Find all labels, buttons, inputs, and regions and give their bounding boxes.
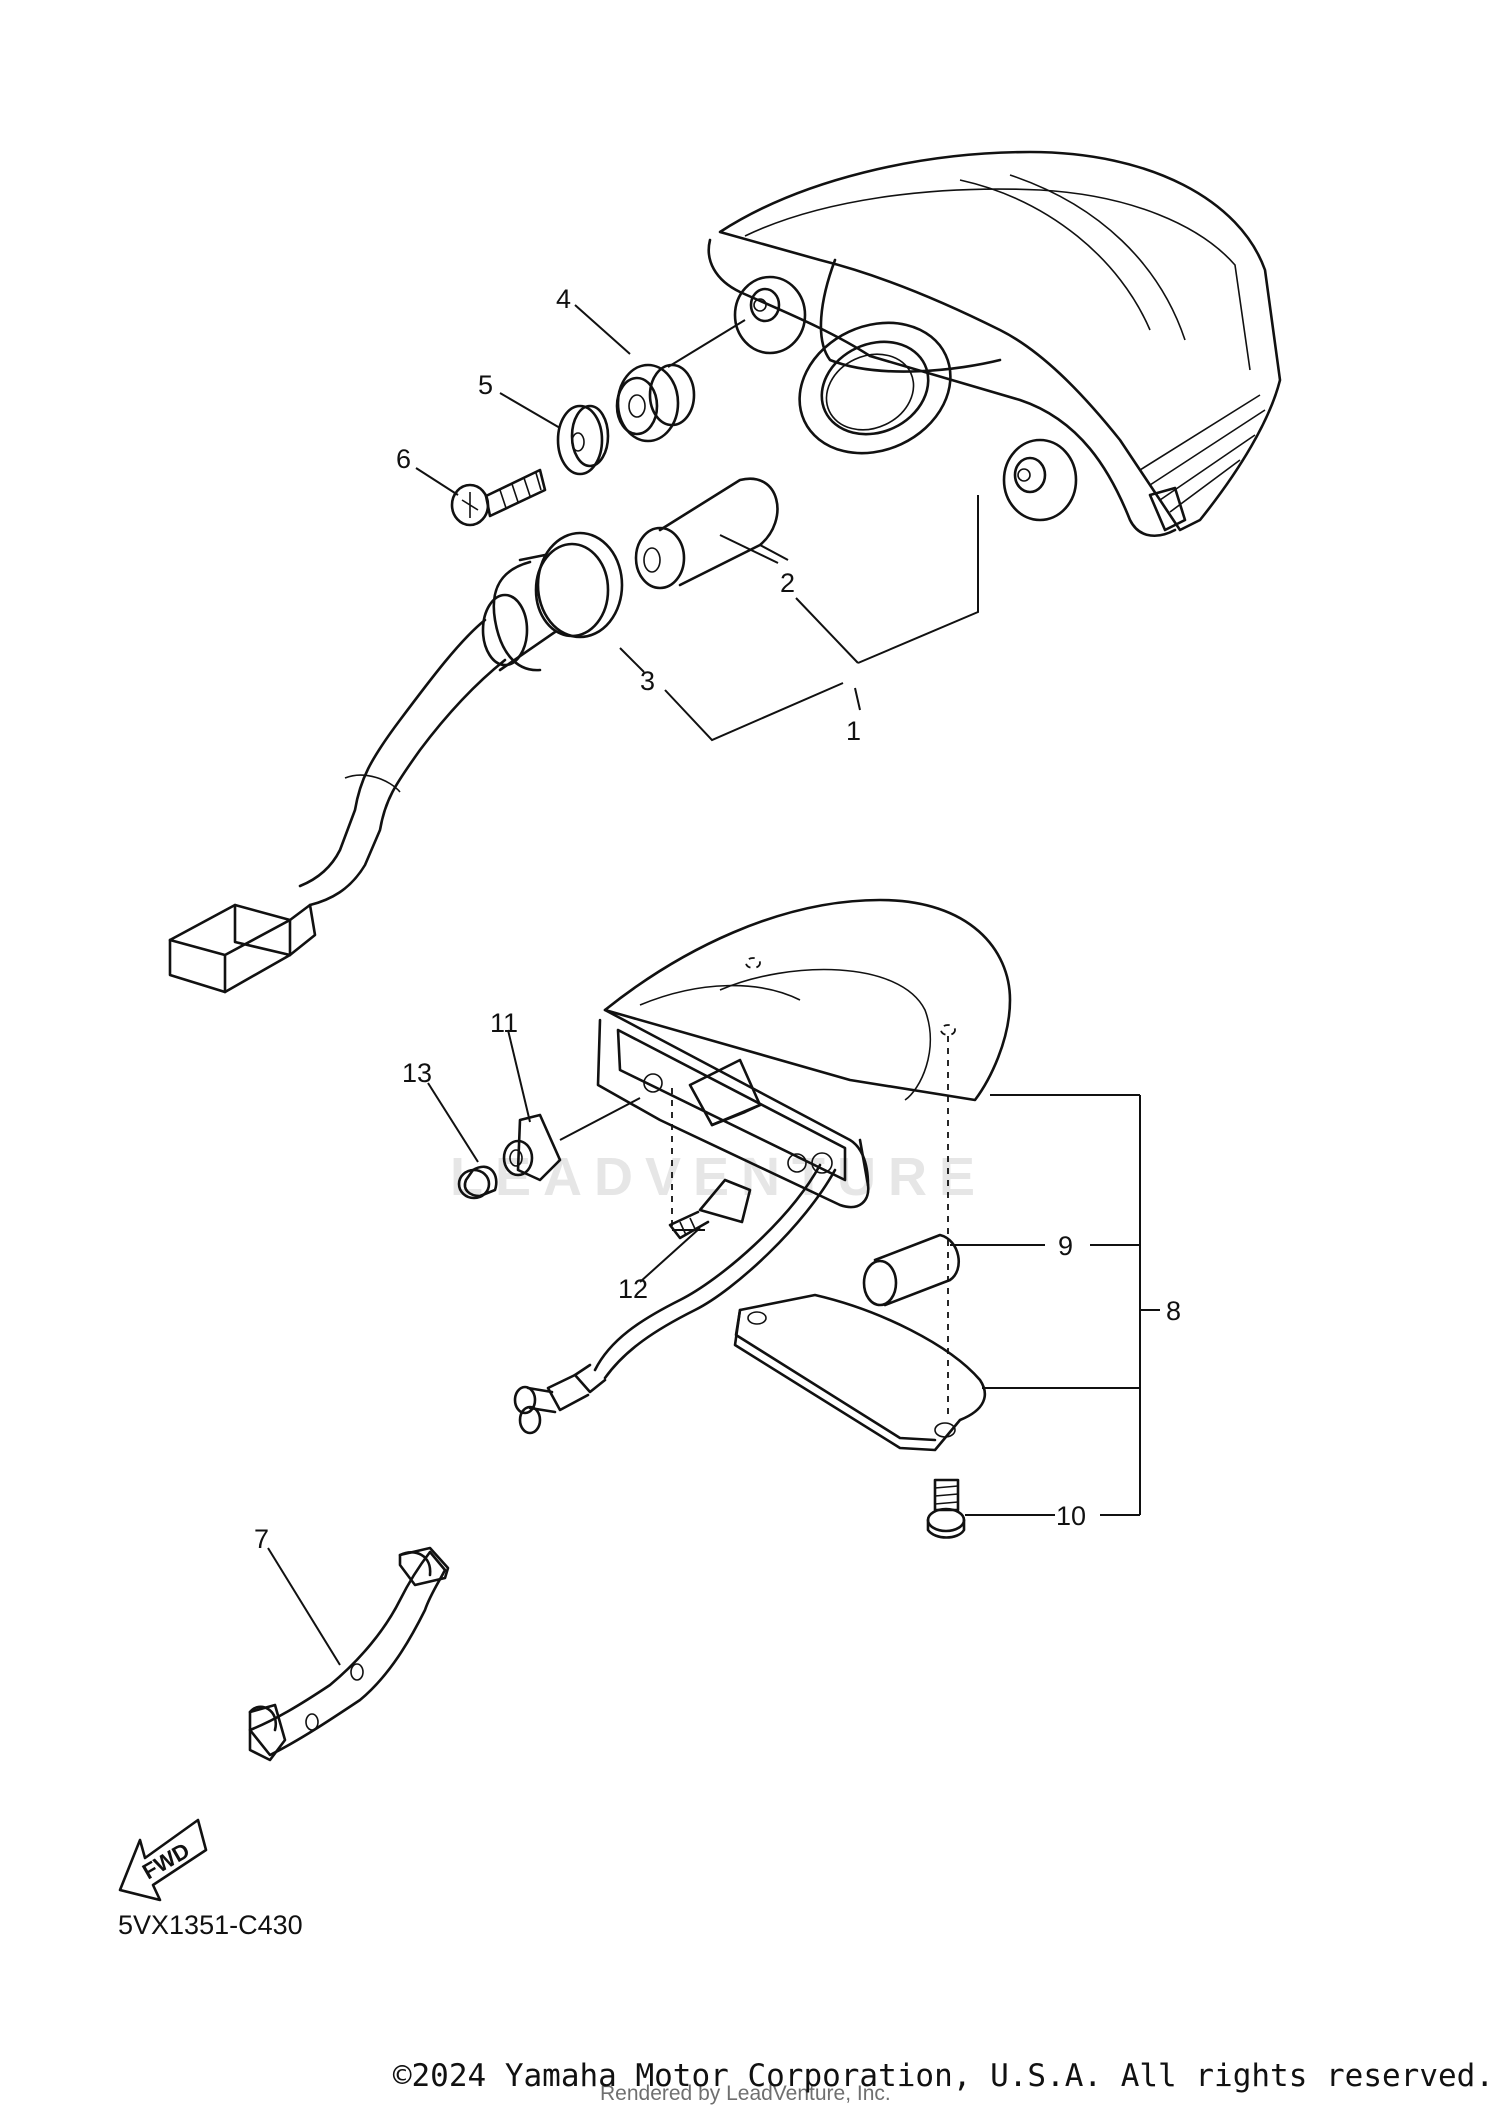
cap-part-13 xyxy=(457,1165,498,1200)
callout-2: 2 xyxy=(780,568,795,598)
license-light-housing xyxy=(596,898,1012,1209)
bulb-part-9 xyxy=(862,1233,960,1307)
callout-5: 5 xyxy=(478,370,493,400)
callout-3: 3 xyxy=(640,666,655,696)
screw-part-6 xyxy=(450,468,547,527)
grommet-part-4 xyxy=(615,363,696,443)
callout-1: 1 xyxy=(846,716,861,746)
nut-part-11 xyxy=(502,1113,562,1182)
rendered-by-text: Rendered by LeadVenture, Inc. xyxy=(600,2082,891,2105)
callout-4: 4 xyxy=(556,284,571,314)
fwd-arrow-icon: FWD xyxy=(118,1818,208,1902)
lens-plate xyxy=(733,1293,986,1452)
leader-lines-upper xyxy=(415,304,979,742)
copyright-notice: ©2024 Yamaha Motor Corporation, U.S.A. A… xyxy=(0,2058,1500,2094)
callout-11: 11 xyxy=(490,1008,518,1038)
callout-labels: 1 2 3 4 5 6 7 8 9 10 11 12 13 xyxy=(254,284,1181,1554)
bracket-part-7 xyxy=(248,1546,450,1762)
drawing-code: 5VX1351-C430 xyxy=(118,1910,303,1940)
washer-part-5 xyxy=(556,404,610,476)
callout-7: 7 xyxy=(254,1524,269,1554)
callout-10: 10 xyxy=(1056,1501,1086,1531)
callout-8: 8 xyxy=(1166,1296,1181,1326)
callout-6: 6 xyxy=(396,444,411,474)
copyright-text: ©2024 Yamaha Motor Corporation, U.S.A. A… xyxy=(392,2058,1494,2094)
license-light-wire xyxy=(513,1163,837,1435)
tail-light-housing xyxy=(707,150,1282,537)
callout-12: 12 xyxy=(618,1274,648,1304)
socket-part-3 xyxy=(168,531,624,994)
bulb-part-2 xyxy=(634,477,779,590)
callout-13: 13 xyxy=(402,1058,432,1088)
callout-9: 9 xyxy=(1058,1231,1073,1261)
leader-lines-lower xyxy=(427,1029,1160,1516)
screw-part-10 xyxy=(926,1478,966,1539)
